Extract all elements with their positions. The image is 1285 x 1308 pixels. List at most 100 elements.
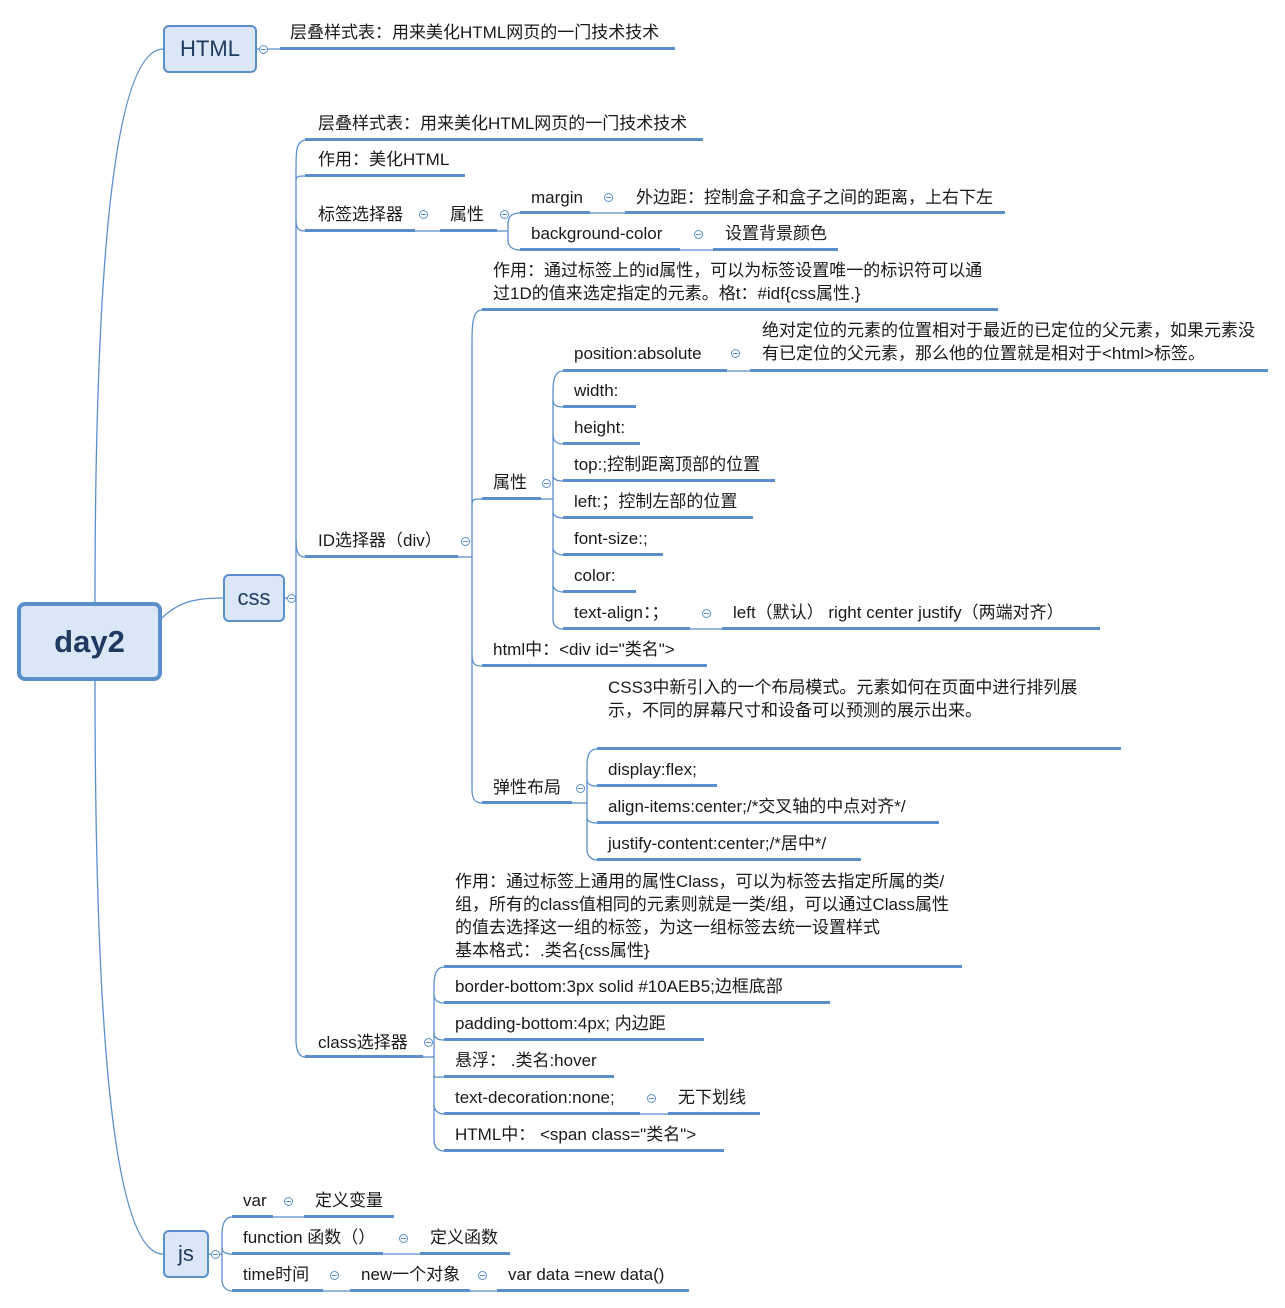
collapse-toggle-icon[interactable] <box>542 479 551 488</box>
underline <box>520 211 590 214</box>
margin-node[interactable]: margin <box>531 188 583 207</box>
id-html-usage[interactable]: html中：<div id="类名"> <box>493 640 675 659</box>
bg-node[interactable]: background-color <box>531 224 663 243</box>
color-node[interactable]: color: <box>574 566 616 585</box>
class-border[interactable]: border-bottom:3px solid #10AEB5;边框底部 <box>455 977 783 996</box>
underline <box>722 627 1100 630</box>
collapse-toggle-icon[interactable] <box>419 210 428 219</box>
underline <box>750 369 1268 372</box>
height-node[interactable]: height: <box>574 418 626 437</box>
text-align-desc[interactable]: left（默认） right center justify（两端对齐） <box>733 603 1064 622</box>
collapse-toggle-icon[interactable] <box>259 45 268 54</box>
css-purpose[interactable]: 作用：美化HTML <box>318 150 450 169</box>
position-desc[interactable]: 绝对定位的元素的位置相对于最近的已定位的父元素，如果元素没有已定位的父元素，那么… <box>762 321 1255 363</box>
collapse-toggle-icon[interactable] <box>461 537 470 546</box>
js-function[interactable]: function 函数（） <box>243 1228 376 1247</box>
topic-js[interactable]: js <box>163 1230 209 1278</box>
css-desc[interactable]: 层叠样式表：用来美化HTML网页的一门技术技术 <box>318 114 688 133</box>
topic-css[interactable]: css <box>223 574 285 622</box>
id-selector[interactable]: ID选择器（div） <box>318 531 442 550</box>
flex-align[interactable]: align-items:center;/*交叉轴的中点对齐*/ <box>608 797 906 816</box>
tag-attr[interactable]: 属性 <box>450 205 484 224</box>
collapse-toggle-icon[interactable] <box>330 1271 339 1280</box>
underline <box>563 590 636 593</box>
class-text-deco-desc[interactable]: 无下划线 <box>678 1088 746 1107</box>
class-desc[interactable]: 作用：通过标签上通用的属性Class，可以为标签去指定所属的类/组，所有的cla… <box>455 872 949 960</box>
underline <box>440 229 497 232</box>
collapse-toggle-icon[interactable] <box>604 193 613 202</box>
collapse-toggle-icon[interactable] <box>478 1271 487 1280</box>
underline <box>304 1215 394 1218</box>
tag-selector[interactable]: 标签选择器 <box>318 205 403 224</box>
collapse-toggle-icon[interactable] <box>284 1197 293 1206</box>
underline <box>444 1149 724 1152</box>
underline <box>482 801 572 804</box>
js-new-obj[interactable]: new一个对象 <box>361 1265 461 1284</box>
margin-desc[interactable]: 外边距：控制盒子和盒子之间的距离，上右下左 <box>636 188 993 207</box>
underline <box>305 1055 423 1058</box>
collapse-toggle-icon[interactable] <box>702 609 711 618</box>
underline <box>482 664 707 667</box>
id-desc[interactable]: 作用：通过标签上的id属性，可以为标签设置唯一的标识符可以通过1D的值来选定指定… <box>493 261 983 303</box>
underline <box>420 1252 510 1255</box>
underline <box>668 1112 760 1115</box>
collapse-toggle-icon[interactable] <box>576 784 585 793</box>
underline <box>444 1001 830 1004</box>
root-topic[interactable]: day2 <box>17 602 162 681</box>
underline <box>444 1075 614 1078</box>
flex-node[interactable]: 弹性布局 <box>493 778 561 797</box>
class-text-deco[interactable]: text-decoration:none; <box>455 1088 615 1107</box>
underline <box>444 965 962 968</box>
collapse-toggle-icon[interactable] <box>399 1234 408 1243</box>
width-node[interactable]: width: <box>574 381 619 400</box>
collapse-toggle-icon[interactable] <box>287 594 296 603</box>
class-html-usage[interactable]: HTML中： <span class="类名"> <box>455 1125 697 1144</box>
class-selector[interactable]: class选择器 <box>318 1033 408 1052</box>
topic-html[interactable]: HTML <box>163 25 257 73</box>
html-desc[interactable]: 层叠样式表：用来美化HTML网页的一门技术技术 <box>290 23 660 42</box>
underline <box>350 1289 470 1292</box>
underline <box>305 174 465 177</box>
underline <box>563 627 690 630</box>
underline <box>497 1289 689 1292</box>
underline <box>232 1289 323 1292</box>
collapse-toggle-icon[interactable] <box>647 1094 656 1103</box>
top-node[interactable]: top:;控制距离顶部的位置 <box>574 455 761 474</box>
flex-desc[interactable]: CSS3中新引入的一个布局模式。元素如何在页面中进行排列展示，不同的屏幕尺寸和设… <box>608 678 1078 720</box>
id-attr[interactable]: 属性 <box>493 473 527 492</box>
underline <box>305 138 703 141</box>
underline <box>713 248 838 251</box>
underline <box>597 821 939 824</box>
underline <box>444 1038 704 1041</box>
underline <box>444 1112 640 1115</box>
js-new-obj-desc[interactable]: var data =new data() <box>508 1265 665 1284</box>
bg-desc[interactable]: 设置背景颜色 <box>725 224 827 243</box>
text-align-node[interactable]: text-align：； <box>574 603 669 622</box>
underline <box>305 555 458 558</box>
class-hover[interactable]: 悬浮： .类名:hover <box>455 1051 597 1070</box>
underline <box>563 516 753 519</box>
js-function-desc[interactable]: 定义函数 <box>430 1228 498 1247</box>
collapse-toggle-icon[interactable] <box>211 1250 220 1259</box>
flex-display[interactable]: display:flex; <box>608 760 697 779</box>
font-size-node[interactable]: font-size:; <box>574 529 648 548</box>
position-node[interactable]: position:absolute <box>574 344 702 363</box>
underline <box>482 497 541 500</box>
underline <box>597 784 717 787</box>
collapse-toggle-icon[interactable] <box>731 349 740 358</box>
collapse-toggle-icon[interactable] <box>694 230 703 239</box>
collapse-toggle-icon[interactable] <box>500 210 509 219</box>
underline <box>597 858 861 861</box>
collapse-toggle-icon[interactable] <box>424 1038 433 1047</box>
js-var[interactable]: var <box>243 1191 267 1210</box>
flex-justify[interactable]: justify-content:center;/*居中*/ <box>608 834 827 853</box>
underline <box>520 248 680 251</box>
left-node[interactable]: left:；控制左部的位置 <box>574 492 738 511</box>
js-time[interactable]: time时间 <box>243 1265 310 1284</box>
class-padding[interactable]: padding-bottom:4px; 内边距 <box>455 1014 666 1033</box>
underline <box>232 1252 383 1255</box>
js-var-desc[interactable]: 定义变量 <box>315 1191 383 1210</box>
underline <box>563 442 640 445</box>
underline <box>482 308 998 311</box>
underline <box>305 229 415 232</box>
